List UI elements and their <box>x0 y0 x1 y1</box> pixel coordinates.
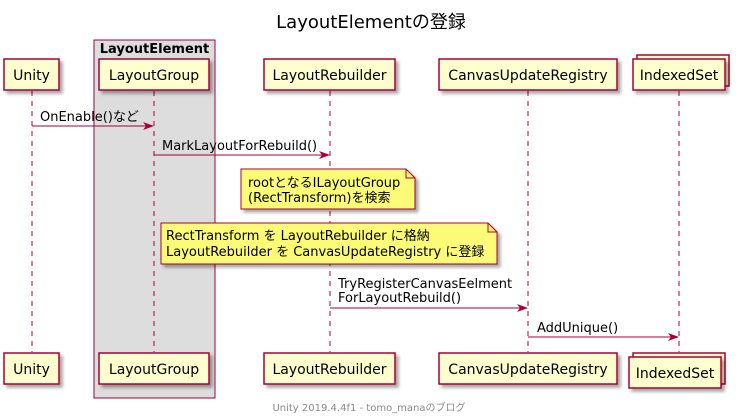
footer-caption: Unity 2019.4.4f1 - tomo_manaのブログ <box>272 401 465 414</box>
participant-label: IndexedSet <box>636 366 715 382</box>
participant-canvas-update-registry-top: CanvasUpdateRegistry <box>438 58 618 91</box>
arrow-head <box>319 151 330 159</box>
participant-label: LayoutGroup <box>109 68 199 84</box>
participant-label: LayoutGroup <box>109 362 199 378</box>
message-label: AddUnique() <box>537 321 618 336</box>
participant-layout-rebuilder-top: LayoutRebuilder <box>263 58 396 91</box>
message-label: ForLayoutRebuild() <box>338 291 461 306</box>
participant-label: CanvasUpdateRegistry <box>448 362 607 378</box>
note-find-root: rootとなるILayoutGroup (RectTransform)を検索 <box>240 168 416 210</box>
arrow-head <box>517 304 528 312</box>
participant-layout-group-bottom: LayoutGroup <box>98 352 210 385</box>
participant-layout-group-top: LayoutGroup <box>98 58 210 91</box>
participant-label: Unity <box>13 362 50 378</box>
message-on-enable: OnEnable()など <box>32 110 154 130</box>
participant-indexed-set-top: IndexedSet <box>632 54 730 91</box>
message-add-unique: AddUnique() <box>528 321 679 341</box>
note-line: LayoutRebuilder を CanvasUpdateRegistry に… <box>166 245 484 260</box>
participant-unity-bottom: Unity <box>3 352 60 385</box>
note-store-register: RectTransform を LayoutRebuilder に格納 Layo… <box>160 222 498 265</box>
participant-canvas-update-registry-bottom: CanvasUpdateRegistry <box>438 352 618 385</box>
participant-layout-rebuilder-bottom: LayoutRebuilder <box>263 352 396 385</box>
participant-label: IndexedSet <box>640 68 719 84</box>
message-label: MarkLayoutForRebuild() <box>162 139 317 154</box>
note-line: rootとなるILayoutGroup <box>248 176 400 191</box>
message-label: TryRegisterCanvasEelment <box>337 277 512 292</box>
participant-label: LayoutRebuilder <box>272 362 386 378</box>
participant-label: CanvasUpdateRegistry <box>448 68 607 84</box>
message-mark-layout-for-rebuild: MarkLayoutForRebuild() <box>154 139 330 159</box>
message-label: OnEnable()など <box>40 110 139 125</box>
note-line: RectTransform を LayoutRebuilder に格納 <box>166 228 430 244</box>
participant-indexed-set-bottom: IndexedSet <box>628 352 726 389</box>
group-box-layout-element <box>93 39 216 399</box>
participant-unity-top: Unity <box>3 58 60 91</box>
message-try-register: TryRegisterCanvasEelment ForLayoutRebuil… <box>330 277 528 312</box>
participant-label: LayoutRebuilder <box>272 68 386 84</box>
arrow-head <box>143 122 154 130</box>
diagram-title: LayoutElementの登録 <box>276 12 466 33</box>
group-box-label: LayoutElement <box>100 42 210 57</box>
participant-label: Unity <box>13 68 50 84</box>
arrow-head <box>668 333 679 341</box>
note-line: (RectTransform)を検索 <box>248 191 391 206</box>
